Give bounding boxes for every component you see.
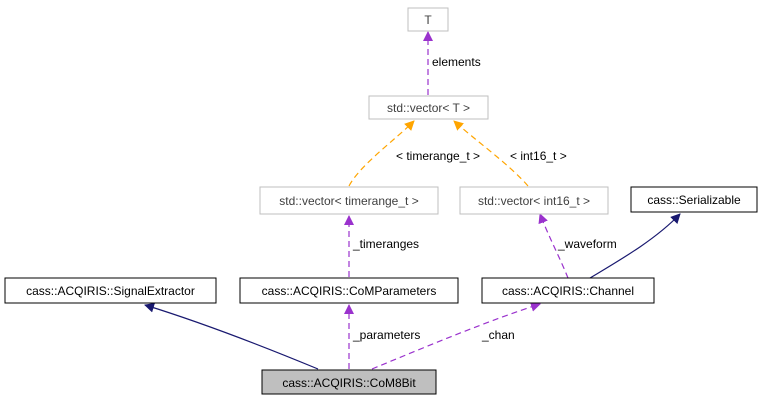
node-t[interactable]: T <box>407 7 449 32</box>
node-vector-timerange[interactable]: std::vector< timerange_t > <box>259 186 439 215</box>
edge-label-int16-template: < int16_t > <box>510 149 567 163</box>
edge-inherit-serializable <box>589 213 681 279</box>
svg-text:cass::ACQIRIS::CoMParameters: cass::ACQIRIS::CoMParameters <box>262 284 437 298</box>
edge-label-chan: _chan <box>481 328 515 342</box>
svg-text:cass::ACQIRIS::Channel: cass::ACQIRIS::Channel <box>502 284 634 298</box>
node-channel[interactable]: cass::ACQIRIS::Channel <box>481 277 655 304</box>
edge-label-parameters: _parameters <box>352 328 420 342</box>
edge-label-elements: elements <box>432 55 481 69</box>
node-signal-extractor[interactable]: cass::ACQIRIS::SignalExtractor <box>4 277 217 304</box>
edge-inherit-signal-extractor <box>144 302 319 370</box>
edge-label-timerange-template: < timerange_t > <box>396 149 480 163</box>
svg-text:T: T <box>424 13 432 27</box>
svg-text:cass::Serializable: cass::Serializable <box>647 193 741 207</box>
edge-label-waveform: _waveform <box>557 237 617 251</box>
edge-chan <box>371 301 541 370</box>
node-vector-t[interactable]: std::vector< T > <box>368 95 489 120</box>
edge-waveform <box>538 213 569 279</box>
edge-timerange-template <box>348 120 415 187</box>
node-vector-int16[interactable]: std::vector< int16_t > <box>459 186 609 215</box>
node-com-parameters[interactable]: cass::ACQIRIS::CoMParameters <box>239 277 459 304</box>
svg-text:cass::ACQIRIS::CoM8Bit: cass::ACQIRIS::CoM8Bit <box>282 376 416 390</box>
svg-text:std::vector< int16_t >: std::vector< int16_t > <box>478 194 590 208</box>
node-com8bit: cass::ACQIRIS::CoM8Bit <box>261 369 437 395</box>
node-serializable[interactable]: cass::Serializable <box>630 186 758 213</box>
svg-text:std::vector< timerange_t >: std::vector< timerange_t > <box>279 194 418 208</box>
svg-text:cass::ACQIRIS::SignalExtractor: cass::ACQIRIS::SignalExtractor <box>26 284 195 298</box>
edge-label-timeranges: _timeranges <box>352 237 419 251</box>
svg-text:std::vector< T >: std::vector< T > <box>387 101 470 115</box>
